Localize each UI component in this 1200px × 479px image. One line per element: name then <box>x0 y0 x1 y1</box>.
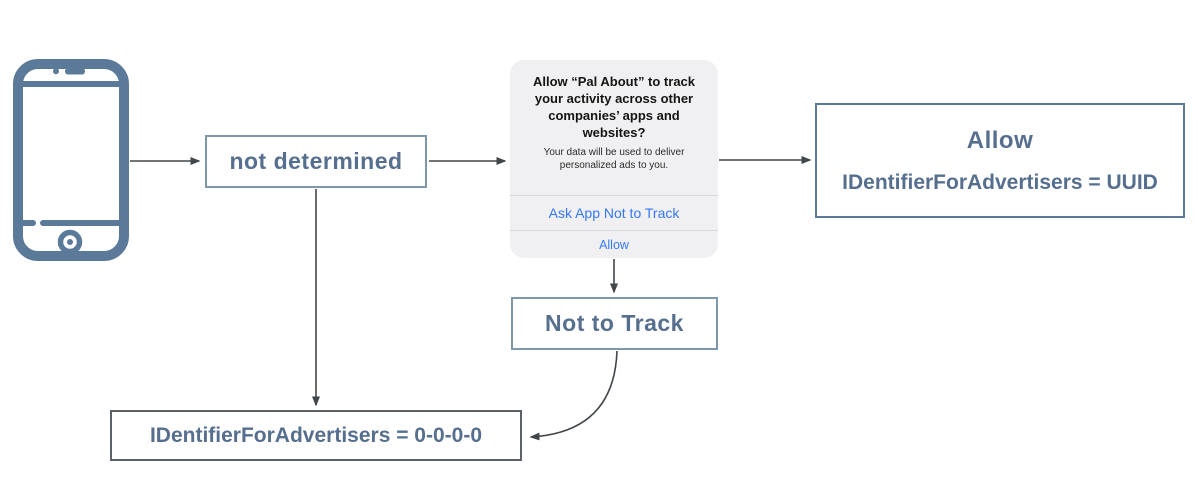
node-zero-idfa: IDentifierForAdvertisers = 0-0-0-0 <box>110 410 522 461</box>
dialog-divider <box>510 195 718 196</box>
allow-result-detail: IDentifierForAdvertisers = UUID <box>842 170 1158 194</box>
allow-result-title: Allow <box>966 126 1034 154</box>
dialog-title: Allow “Pal About” to track your activity… <box>532 74 696 141</box>
ask-app-not-to-track-button[interactable]: Ask App Not to Track <box>510 196 718 230</box>
allow-button-label: Allow <box>599 237 629 252</box>
allow-button[interactable]: Allow <box>510 231 718 258</box>
ios-tracking-dialog: Allow “Pal About” to track your activity… <box>510 60 718 258</box>
ask-app-not-to-track-label: Ask App Not to Track <box>548 205 680 221</box>
node-not-to-track-label: Not to Track <box>545 310 684 336</box>
node-not-to-track: Not to Track <box>511 297 718 350</box>
dialog-body: Allow “Pal About” to track your activity… <box>510 60 718 195</box>
dialog-divider <box>510 230 718 231</box>
smartphone-icon <box>13 59 129 261</box>
edge-not-to-track-to-zero-idfa <box>529 350 618 441</box>
dialog-subtitle: Your data will be used to deliver person… <box>543 146 685 171</box>
node-not-determined-label: not determined <box>229 148 403 174</box>
node-allow-result: Allow IDentifierForAdvertisers = UUID <box>815 103 1185 218</box>
node-not-determined: not determined <box>205 135 427 188</box>
node-zero-idfa-label: IDentifierForAdvertisers = 0-0-0-0 <box>149 423 483 447</box>
